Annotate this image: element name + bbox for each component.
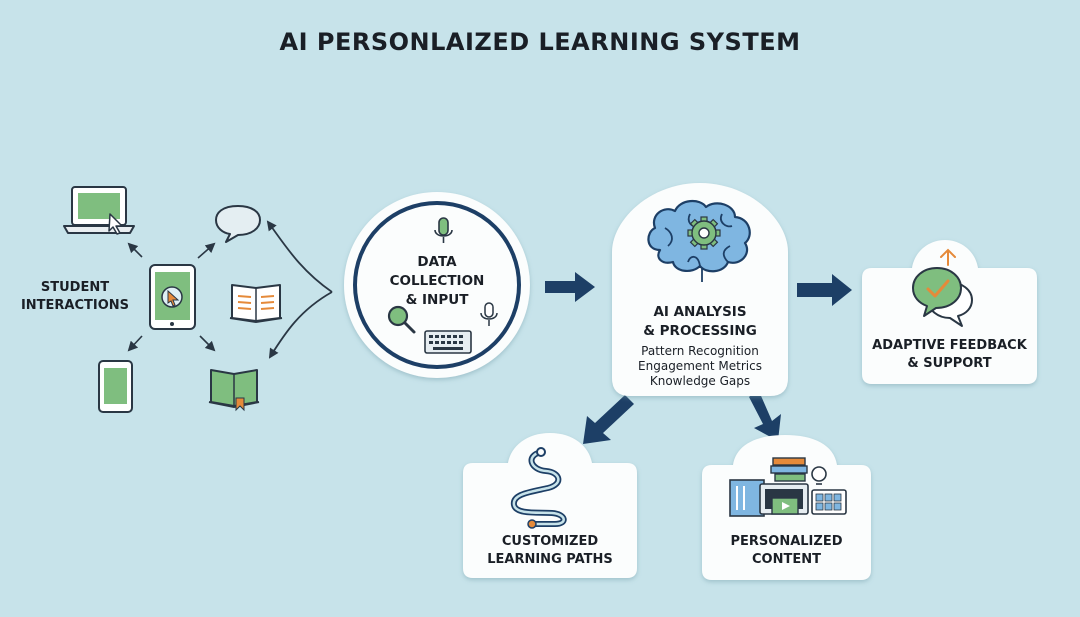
arrow-analysis-to-feedback — [797, 274, 852, 306]
personalized-content-node — [702, 435, 871, 580]
adaptive-feedback-label: ADAPTIVE FEEDBACK & SUPPORT — [862, 337, 1037, 373]
feedback-label-line2: & SUPPORT — [907, 356, 992, 371]
student-cluster — [63, 186, 333, 413]
data-label-line1: DATA — [417, 254, 457, 270]
ai-analysis-label: AI ANALYSIS & PROCESSING — [622, 303, 778, 341]
microphone-icon — [434, 217, 453, 243]
student-interactions-label: STUDENT INTERACTIONS — [20, 279, 130, 315]
detail-pattern-recognition: Pattern Recognition — [641, 344, 759, 358]
arrow-data-to-analysis — [545, 272, 595, 302]
paths-label-line2: LEARNING PATHS — [487, 552, 613, 567]
data-collection-label: DATA COLLECTION & INPUT — [367, 253, 507, 310]
arrow-analysis-to-paths — [583, 395, 634, 444]
chat-bubble-icon — [215, 205, 261, 243]
data-collection-node — [344, 192, 530, 378]
winding-path-icon — [510, 447, 567, 529]
ai-analysis-details: Pattern Recognition Engagement Metrics K… — [622, 344, 778, 389]
student-label-line2: INTERACTIONS — [20, 298, 130, 313]
phone-icon — [98, 360, 133, 413]
check-chat-icon — [912, 248, 973, 327]
content-label-line2: CONTENT — [752, 552, 821, 567]
personalized-content-label: PERSONALIZED CONTENT — [702, 533, 871, 569]
paths-label-line1: CUSTOMIZED — [501, 534, 599, 549]
magnifier-icon — [387, 305, 416, 334]
data-label-line3: & INPUT — [405, 292, 469, 308]
brain-gear-icon — [647, 200, 751, 282]
laptop-icon — [63, 186, 135, 235]
flow-arrows — [545, 272, 852, 444]
customized-paths-node — [463, 433, 637, 578]
media-content-icon — [729, 457, 847, 517]
reading-book-icon — [208, 369, 260, 412]
open-book-icon — [229, 284, 283, 324]
student-label-line1: STUDENT — [40, 280, 110, 295]
detail-knowledge-gaps: Knowledge Gaps — [649, 374, 751, 388]
microphone-small-icon — [480, 302, 498, 326]
customized-paths-label: CUSTOMIZED LEARNING PATHS — [463, 533, 637, 569]
arrow-analysis-to-content — [749, 389, 781, 441]
ai-analysis-node — [612, 183, 788, 396]
keyboard-icon — [424, 330, 472, 354]
page-title: AI PERSONLAIZED LEARNING SYSTEM — [279, 28, 801, 56]
feedback-label-line1: ADAPTIVE FEEDBACK — [872, 338, 1027, 353]
adaptive-feedback-node — [862, 240, 1037, 384]
data-label-line2: COLLECTION — [389, 273, 485, 289]
content-label-line1: PERSONALIZED — [730, 534, 843, 549]
analysis-label-line2: & PROCESSING — [643, 323, 757, 339]
tablet-icon — [149, 264, 196, 330]
analysis-label-line1: AI ANALYSIS — [653, 304, 747, 320]
detail-engagement-metrics: Engagement Metrics — [638, 359, 762, 373]
